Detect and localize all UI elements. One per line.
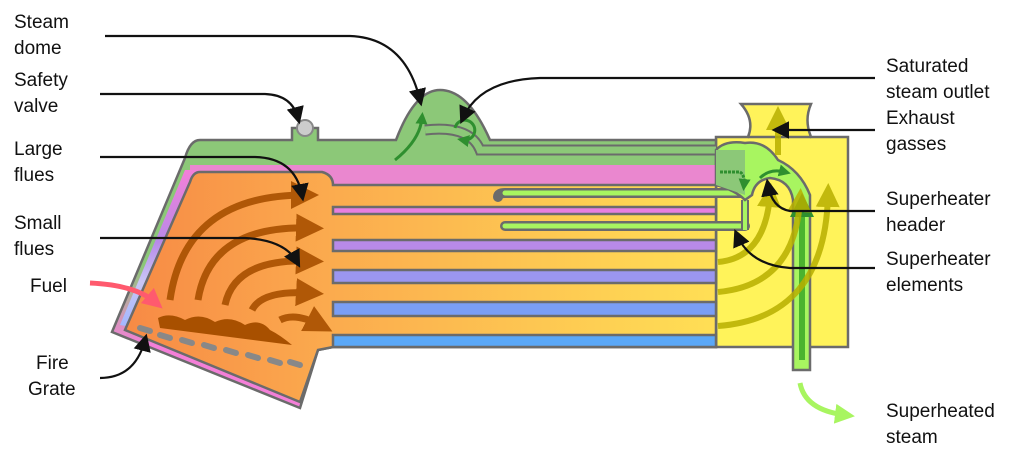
svg-text:steam outlet: steam outlet — [886, 82, 990, 103]
label-exhaust-gasses: Exhaust gasses — [886, 108, 955, 155]
svg-text:dome: dome — [14, 38, 62, 59]
label-fuel: Fuel — [30, 276, 67, 297]
fire-grate — [137, 325, 303, 368]
leader-lines — [99, 34, 875, 380]
svg-text:Superheater: Superheater — [886, 249, 991, 270]
fuel-arrow — [89, 280, 163, 309]
label-safety-valve: Safety valve — [14, 70, 68, 117]
svg-text:flues: flues — [14, 239, 54, 260]
svg-text:elements: elements — [886, 275, 963, 296]
svg-text:valve: valve — [14, 96, 58, 117]
svg-text:Grate: Grate — [28, 379, 76, 400]
svg-text:Exhaust: Exhaust — [886, 108, 955, 129]
svg-text:flues: flues — [14, 165, 54, 186]
svg-text:Superheater: Superheater — [886, 189, 991, 210]
svg-text:steam: steam — [886, 427, 938, 448]
svg-text:Fuel: Fuel — [30, 276, 67, 297]
label-small-flues: Small flues — [14, 213, 62, 260]
svg-text:Saturated: Saturated — [886, 56, 968, 77]
svg-text:Fire: Fire — [36, 353, 69, 374]
safety-valve — [296, 119, 314, 137]
svg-text:Small: Small — [14, 213, 62, 234]
fuel-bed — [158, 315, 292, 345]
svg-text:Steam: Steam — [14, 12, 69, 33]
svg-text:Large: Large — [14, 139, 63, 160]
svg-text:Safety: Safety — [14, 70, 68, 91]
label-large-flues: Large flues — [14, 139, 63, 186]
svg-text:gasses: gasses — [886, 134, 946, 155]
label-steam-dome: Steam dome — [14, 12, 69, 59]
label-superheater-elements: Superheater elements — [886, 249, 991, 296]
svg-text:Superheated: Superheated — [886, 401, 995, 422]
label-superheated-steam: Superheated steam — [886, 401, 995, 448]
svg-text:header: header — [886, 215, 946, 236]
small-flue-tubes — [331, 205, 718, 349]
label-superheater-header: Superheater header — [886, 189, 991, 236]
superheated-steam-arrow — [797, 382, 855, 424]
label-saturated-steam-outlet: Saturated steam outlet — [886, 56, 990, 103]
superheater-elements — [493, 188, 750, 231]
